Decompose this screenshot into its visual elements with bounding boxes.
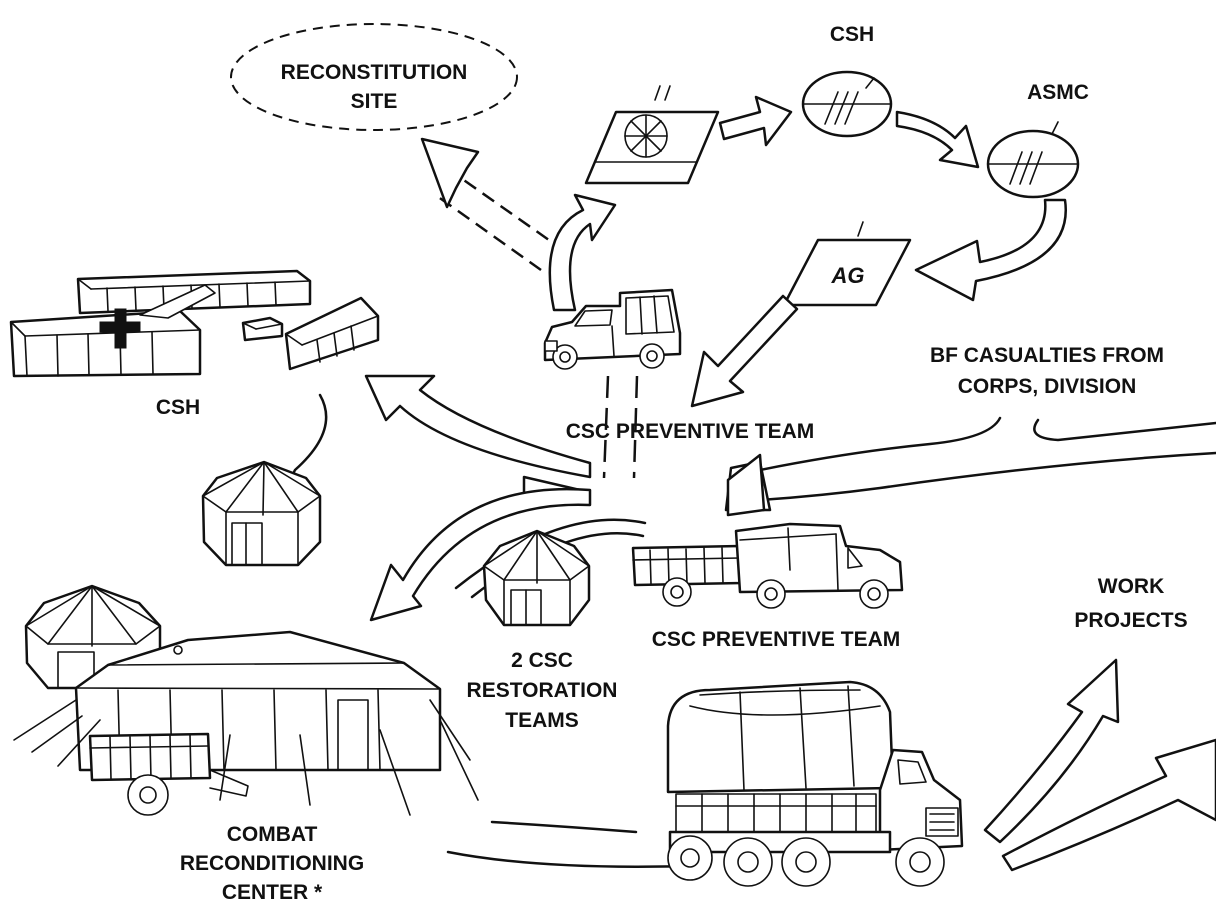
work-projects-label-line1: WORK — [1098, 575, 1165, 598]
bf-casualties-label-line1: BF CASUALTIES FROM — [930, 344, 1164, 367]
casualty-arrows — [724, 416, 1216, 517]
preventive-team-lower-label: CSC PREVENTIVE TEAM — [652, 628, 901, 651]
arrow-to-ag — [914, 198, 1067, 302]
arrow-to-work-projects-upper — [983, 658, 1120, 844]
csh-hospital-label: CSH — [156, 396, 200, 419]
asmc-label: ASMC — [1027, 81, 1089, 104]
reconditioning-center-label-line2: RECONDITIONING — [180, 852, 364, 875]
csh-top-node: CSH — [801, 23, 893, 138]
hex-tent-restoration-icon — [482, 529, 591, 627]
reconstitution-site-node: RECONSTITUTION SITE — [230, 23, 518, 131]
cargo-truck-icon — [666, 680, 964, 887]
arrow-ag-to-preventive-team — [690, 294, 799, 408]
bf-casualties-label-line2: CORPS, DIVISION — [958, 375, 1137, 398]
dashed-arrow-to-reconstitution — [420, 137, 567, 272]
arrow-to-reconditioning-center — [369, 487, 592, 622]
hex-tent-upper-icon — [201, 460, 322, 567]
suv-with-trailer-icon — [631, 522, 904, 609]
arrow-to-restoration-teams — [454, 518, 647, 590]
preventive-team-upper-label: CSC PREVENTIVE TEAM — [566, 420, 815, 443]
suv-upper-icon — [543, 288, 682, 370]
reconditioning-center-label-line3: CENTER * — [222, 881, 323, 904]
reconditioning-center-icon — [13, 584, 479, 816]
arrow-to-asmc — [895, 110, 980, 169]
csh-top-label: CSH — [830, 23, 874, 46]
restoration-teams-label-line1: 2 CSC — [511, 649, 573, 672]
arrow-to-csh-hospital — [364, 374, 592, 479]
arrow-suv-to-map-symbol — [548, 193, 617, 312]
work-projects-label-line2: PROJECTS — [1074, 609, 1187, 632]
restoration-teams-label-line2: RESTORATION — [467, 679, 618, 702]
ag-node: AG — [782, 221, 912, 307]
dashed-road-lines — [602, 375, 639, 479]
arrow-to-csh-top — [718, 95, 793, 147]
csh-hospital-icon — [9, 269, 380, 378]
ag-label: AG — [831, 263, 865, 288]
arrow-to-work-projects-lower — [1001, 738, 1216, 872]
asmc-node: ASMC — [986, 81, 1089, 199]
reconditioning-center-label-line1: COMBAT — [227, 823, 318, 846]
reconstitution-site-label-line2: SITE — [351, 90, 398, 113]
medical-unit-map-symbol — [584, 85, 720, 185]
road-curves — [446, 820, 692, 868]
restoration-teams-label-line3: TEAMS — [505, 709, 579, 732]
reconstitution-site-label-line1: RECONSTITUTION — [281, 61, 468, 84]
